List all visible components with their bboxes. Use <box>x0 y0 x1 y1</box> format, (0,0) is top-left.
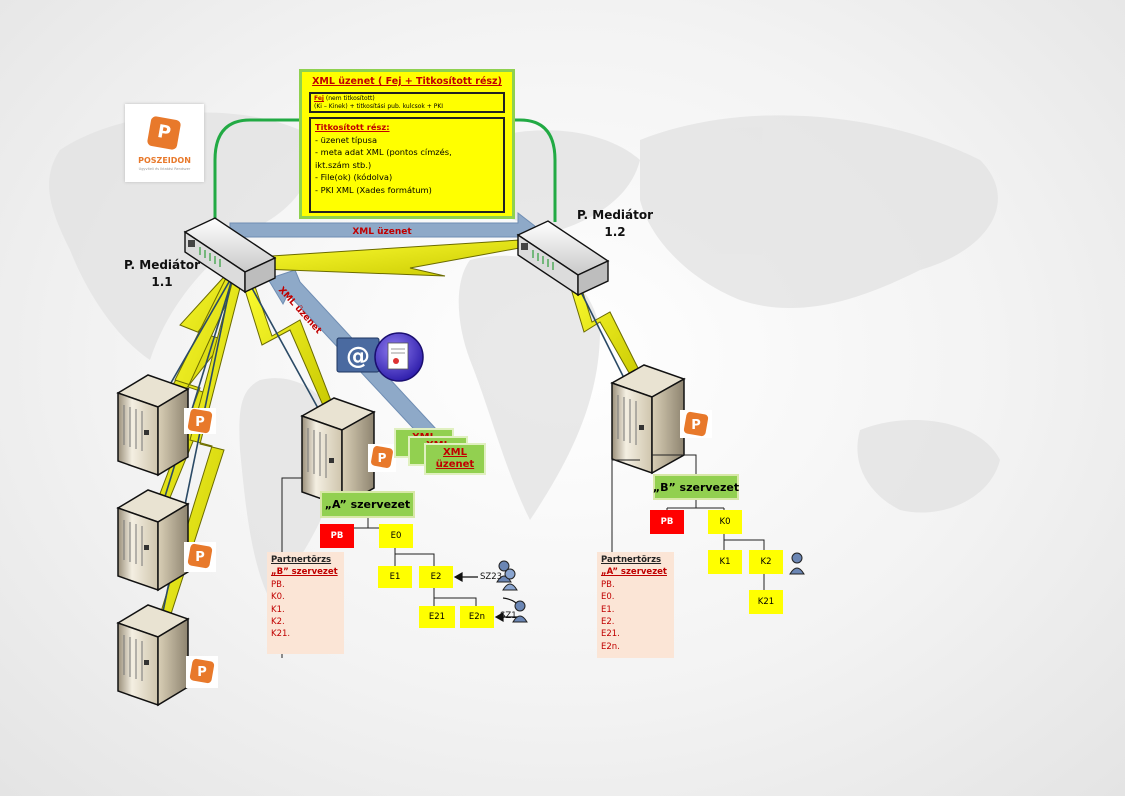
fej-label: Fej <box>314 95 324 102</box>
user-arrows <box>453 571 521 623</box>
poszeidon-logo: P POSZEIDON Ügyviteli és Iktatási Rendsz… <box>125 104 204 182</box>
mediator-device-right <box>516 220 610 297</box>
partner-registry-item: E2n. <box>601 641 620 652</box>
org-a-node-e2n: E2n <box>460 606 494 628</box>
xml-encrypted-section: Titkosított rész: - üzenet típusa - meta… <box>309 117 505 213</box>
fej-note: (nem titkosított) <box>325 95 375 102</box>
xml-card-front-line1: XML <box>442 447 468 458</box>
org-b-node-k1: K1 <box>708 550 742 574</box>
partner-registry-head: Partnertörzs <box>601 555 662 565</box>
partner-registry-item: E0. <box>601 592 615 603</box>
org-a-node-e1: E1 <box>378 566 412 588</box>
user-icon-sz23 <box>496 560 518 591</box>
email-certificate-icon: @ <box>336 332 424 382</box>
user-icon-sz1 <box>512 600 528 623</box>
org-a-partner-registry: Partnertörzs „B” szervezet PB. K0. K1. K… <box>267 552 344 654</box>
mediator-right-id: 1.2 <box>604 225 626 239</box>
org-b-node-k0: K0 <box>708 510 742 534</box>
partner-registry-item: K2. <box>271 617 285 628</box>
connector-arc-right <box>515 118 557 222</box>
server-tower-left-3 <box>116 604 190 707</box>
xml-card-front-line2: üzenet <box>435 459 475 470</box>
server-tower-org-a <box>300 397 376 508</box>
org-b-partner-registry: Partnertörzs „A” szervezet PB. E0. E1. E… <box>597 552 674 658</box>
org-b-node-k2: K2 <box>749 550 783 574</box>
partner-registry-org: „A” szervezet <box>601 567 667 578</box>
fej-detail: (Ki – Kinek) + titkosítási pub. kulcsok … <box>314 103 444 110</box>
org-a-title: „A” szervezet <box>320 491 415 518</box>
encrypted-item: - File(ok) (kódolva) <box>315 172 393 183</box>
partner-registry-item: K0. <box>271 592 285 603</box>
partner-registry-item: K21. <box>271 629 291 640</box>
org-a-node-pb: PB <box>320 524 354 548</box>
svg-text:P: P <box>378 451 387 465</box>
user-label-sz23: SZ23 <box>480 572 503 582</box>
org-b-node-pb: PB <box>650 510 684 534</box>
partner-registry-org: „B” szervezet <box>271 567 338 578</box>
poszeidon-logo-text: POSZEIDON <box>138 156 191 165</box>
poszeidon-logo-tagline: Ügyviteli és Iktatási Rendszer <box>138 167 191 171</box>
svg-text:@: @ <box>346 342 370 370</box>
svg-text:P: P <box>195 550 205 565</box>
org-b-node-k21: K21 <box>749 590 783 614</box>
encrypted-item: - meta adat XML (pontos címzés, <box>315 147 452 158</box>
partner-registry-head: Partnertörzs <box>271 555 332 565</box>
encrypted-item: - üzenet típusa <box>315 134 378 145</box>
xml-arrow-horizontal-label: XML üzenet <box>352 227 412 237</box>
server-tower-left-2 <box>116 489 190 592</box>
org-a-node-e21: E21 <box>419 606 455 628</box>
encrypted-title: Titkosított rész: <box>315 122 390 132</box>
connector-arc-left <box>213 118 299 232</box>
mediator-left-id: 1.1 <box>151 275 173 289</box>
partner-registry-item: E1. <box>601 604 615 615</box>
mediator-right-label: P. Mediátor 1.2 <box>568 207 662 241</box>
server-tower-org-b <box>610 364 686 475</box>
xml-header-section: Fej (nem titkosított) (Ki – Kinek) + tit… <box>309 92 505 113</box>
xml-message-box: XML üzenet ( Fej + Titkosított rész) Fej… <box>299 69 515 219</box>
mediator-right-name: P. Mediátor <box>576 208 654 222</box>
svg-text:P: P <box>197 665 207 680</box>
user-label-sz1: SZ1 <box>500 611 517 621</box>
partner-registry-item: E2. <box>601 617 615 628</box>
svg-text:P: P <box>691 418 701 433</box>
mediator-left-label: P. Mediátor 1.1 <box>116 257 208 291</box>
partner-registry-item: K1. <box>271 604 285 615</box>
xml-card-front: XML üzenet <box>424 443 486 475</box>
org-b-title: „B” szervezet <box>653 474 739 500</box>
encrypted-item: - PKI XML (Xades formátum) <box>315 184 432 195</box>
logo-tile-icons: P P P P P <box>184 408 712 688</box>
encrypted-item: ikt.szám stb.) <box>315 159 372 170</box>
xml-message-title: XML üzenet ( Fej + Titkosított rész) <box>312 76 502 87</box>
mediator-device-left <box>183 217 277 294</box>
org-a-node-e0: E0 <box>379 524 413 548</box>
user-icon-k2 <box>789 552 805 575</box>
partner-registry-item: PB. <box>271 579 285 590</box>
partner-registry-item: PB. <box>601 579 615 590</box>
poszeidon-logo-icon: P <box>146 115 182 151</box>
server-tower-left-1 <box>116 374 190 477</box>
svg-text:P: P <box>195 415 205 430</box>
org-a-node-e2: E2 <box>419 566 453 588</box>
mediator-left-name: P. Mediátor <box>123 258 201 272</box>
partner-registry-item: E21. <box>601 629 620 640</box>
